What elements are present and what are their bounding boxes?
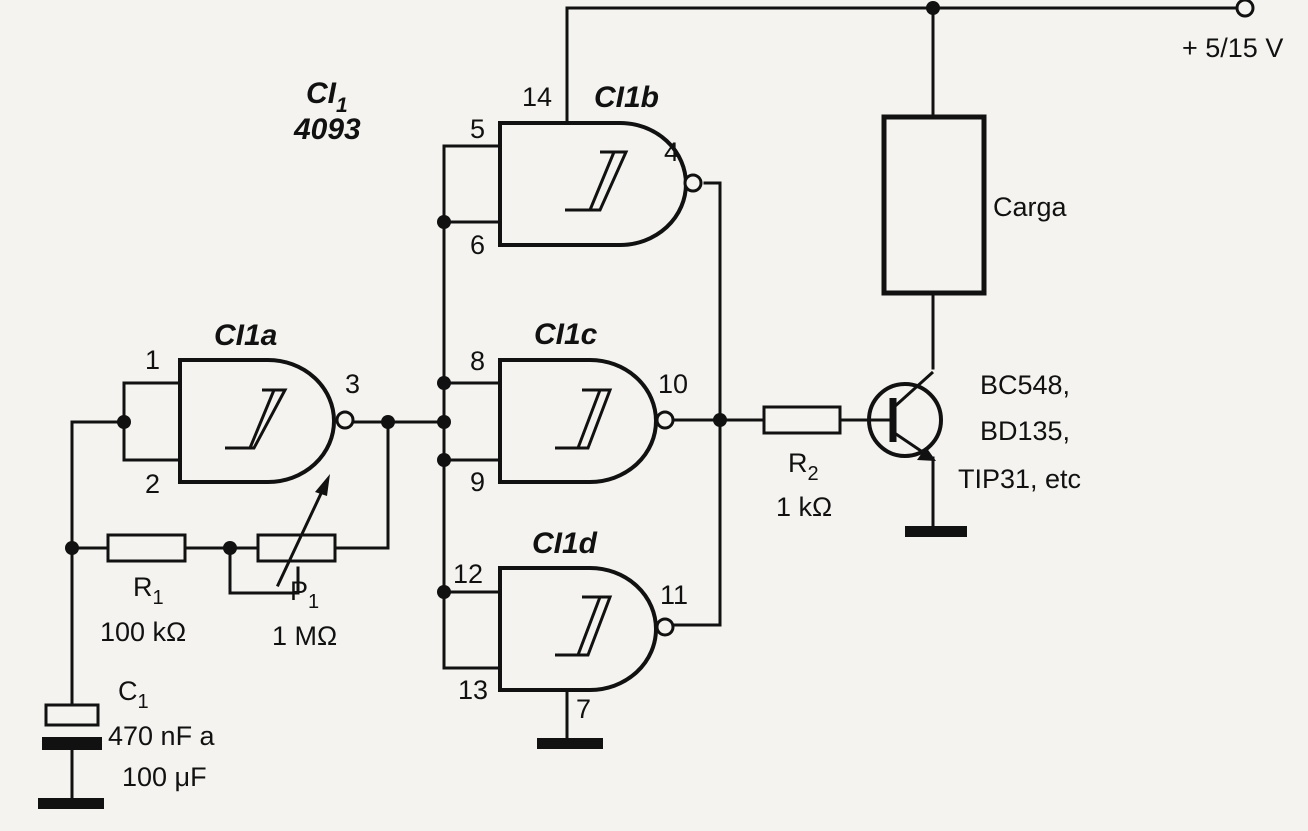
ic-part-number: 4093 (293, 113, 361, 146)
r2-label: R2 (788, 448, 819, 485)
gate-b-label: CI1b (594, 81, 659, 114)
pin-13: 13 (458, 675, 488, 705)
pin-11: 11 (660, 580, 688, 610)
transistor-option-2: BD135, (980, 416, 1070, 446)
pin-8: 8 (470, 346, 485, 376)
c1-value-line2: 100 μF (122, 762, 207, 792)
load-label: Carga (993, 192, 1068, 222)
gate-c-label: CI1c (534, 318, 598, 351)
c1-capacitor (42, 703, 102, 750)
gate-a-label: CI1a (214, 319, 277, 352)
c1-value-line1: 470 nF a (108, 721, 216, 751)
gate-b (498, 121, 703, 247)
pin-7: 7 (576, 694, 591, 724)
supply-terminal (1235, 0, 1255, 18)
pin-10: 10 (658, 369, 688, 399)
gate-d-label: CI1d (532, 527, 598, 560)
p1-wiper-arrow (276, 474, 330, 587)
load-box (881, 114, 987, 296)
pin-1: 1 (145, 345, 160, 375)
pin-5: 5 (470, 114, 485, 144)
pin-3: 3 (345, 369, 360, 399)
ground-gate-d (537, 738, 603, 749)
pin-12: 12 (453, 559, 483, 589)
supply-label: + 5/15 V (1182, 33, 1283, 63)
transistor-option-3: TIP31, etc (958, 464, 1081, 494)
pin-4: 4 (664, 137, 679, 167)
pin-6: 6 (470, 230, 485, 260)
p1-label: P1 (290, 576, 319, 613)
r1-label: R1 (133, 572, 164, 609)
p1-value: 1 MΩ (272, 621, 337, 651)
r1-value: 100 kΩ (100, 617, 186, 647)
gate-d (498, 566, 675, 692)
transistor-option-1: BC548, (980, 370, 1070, 400)
ground-c1 (38, 798, 104, 809)
ground-transistor (905, 526, 967, 537)
wires (70, 6, 1239, 802)
r2-resistor (762, 405, 842, 435)
ic-name: CI1 (306, 77, 348, 117)
gate-c (498, 358, 675, 484)
r2-value: 1 kΩ (776, 492, 832, 522)
transistor-symbol (867, 370, 943, 461)
junction-dots (65, 1, 940, 599)
pin-14: 14 (522, 82, 552, 112)
pin-9: 9 (470, 467, 485, 497)
r1-resistor (106, 533, 187, 563)
c1-label: C1 (118, 676, 149, 713)
gate-a (178, 358, 355, 484)
pin-2: 2 (145, 469, 160, 499)
